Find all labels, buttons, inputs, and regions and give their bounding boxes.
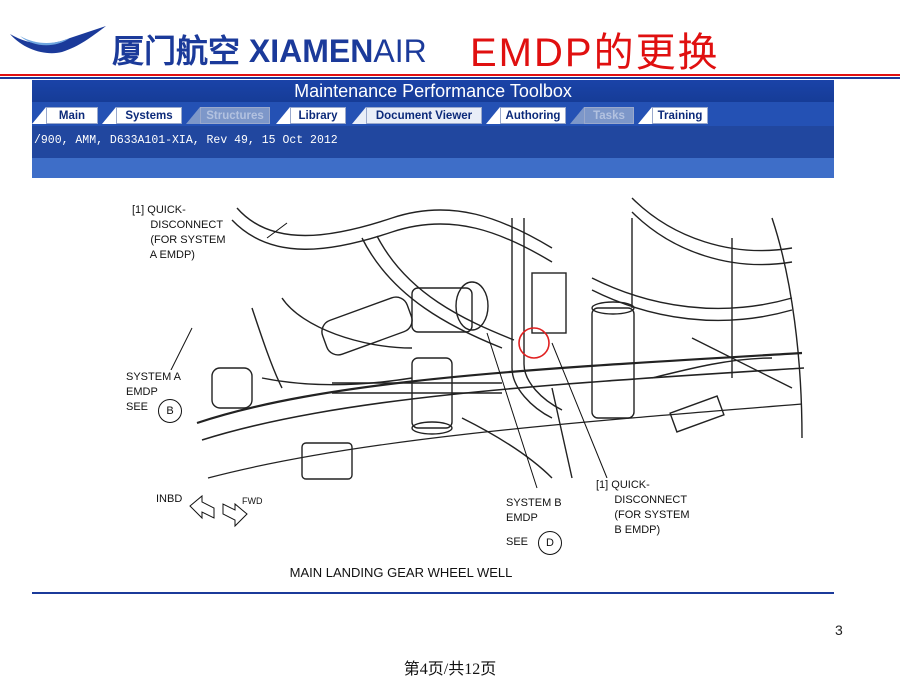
document-reference-bar: /900, AMM, D633A101-XIA, Rev 49, 15 Oct … <box>32 126 834 158</box>
viewer-bottom-border <box>32 592 834 594</box>
tab-notch <box>102 107 116 124</box>
diagram-caption: MAIN LANDING GEAR WHEEL WELL <box>289 565 513 580</box>
slide-title: EMDP的更换 <box>470 31 720 75</box>
toolbox-window: Maintenance Performance Toolbox Main Sys… <box>32 80 834 178</box>
direction-fwd: FWD <box>242 494 263 509</box>
slide-header: 厦门航空 XIAMENAIR EMDP的更换 <box>0 0 900 80</box>
detail-ref-b: B <box>158 399 182 423</box>
tab-library[interactable]: Library <box>290 107 346 124</box>
callout-quick-disconnect-a: [1] QUICK- DISCONNECT (FOR SYSTEM A EMDP… <box>132 203 226 263</box>
tab-training[interactable]: Training <box>652 107 708 124</box>
tab-notch <box>32 107 46 124</box>
footer-page-indicator: 第4页/共12页 <box>403 661 497 678</box>
slide-page-number: 3 <box>835 622 843 638</box>
callout-quick-disconnect-b: [1] QUICK- DISCONNECT (FOR SYSTEM B EMDP… <box>596 478 690 538</box>
callout-system-b-emdp: SYSTEM B EMDP <box>506 496 562 526</box>
tab-authoring[interactable]: Authoring <box>500 107 566 124</box>
viewer-toolbar <box>32 158 834 178</box>
emdp-location-diagram: [1] QUICK- DISCONNECT (FOR SYSTEM A EMDP… <box>32 178 834 590</box>
tab-notch <box>570 107 584 124</box>
tab-systems[interactable]: Systems <box>116 107 182 124</box>
tab-notch <box>638 107 652 124</box>
direction-inbd: INBD <box>156 492 183 507</box>
brand-name: 厦门航空 XIAMENAIR <box>112 26 427 72</box>
tab-notch <box>486 107 500 124</box>
tab-notch <box>276 107 290 124</box>
header-divider-blue <box>0 77 900 79</box>
brand-en-light: AIR <box>373 33 427 69</box>
brand-en-bold: XIAMEN <box>248 33 374 69</box>
brand-cn: 厦门航空 <box>112 33 241 69</box>
tab-document-viewer[interactable]: Document Viewer <box>366 107 482 124</box>
tab-notch <box>352 107 366 124</box>
tab-structures[interactable]: Structures <box>200 107 270 124</box>
callout-system-b-see: SEE <box>506 535 529 550</box>
window-title: Maintenance Performance Toolbox <box>32 80 834 102</box>
tab-main[interactable]: Main <box>46 107 98 124</box>
document-reference: /900, AMM, D633A101-XIA, Rev 49, 15 Oct … <box>34 134 338 147</box>
tab-tasks[interactable]: Tasks <box>584 107 634 124</box>
engine-strut-drawing <box>161 197 805 528</box>
tab-notch <box>186 107 200 124</box>
egret-logo-icon <box>10 26 106 54</box>
header-divider-red <box>0 74 900 76</box>
detail-ref-d: D <box>538 531 562 555</box>
tab-bar: Main Systems Structures Library Document… <box>32 102 834 126</box>
